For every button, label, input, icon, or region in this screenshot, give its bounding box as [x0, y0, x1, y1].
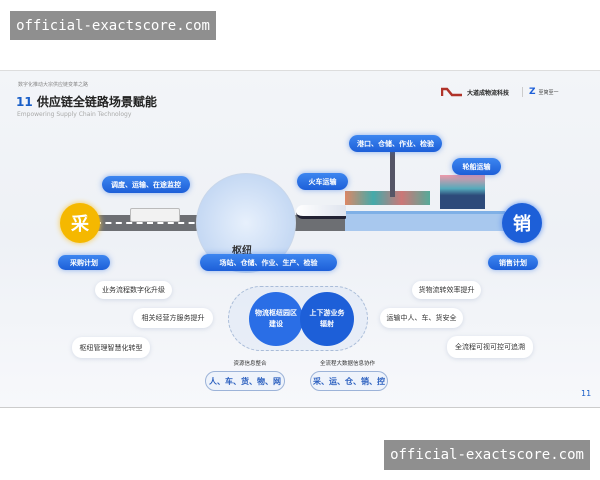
benefit-left-1: 业务流程数字化升级: [95, 281, 172, 299]
slide-title: 11 供应链全链路场景赋能: [16, 93, 157, 110]
water: [345, 211, 505, 231]
slide: 数字化推动大宗供应链变革之路 11 供应链全链路场景赋能 Empowering …: [0, 70, 600, 408]
hub-label: 枢纽: [232, 246, 252, 257]
procure-plan: 采购计划: [58, 255, 110, 270]
sales-node: 销: [502, 203, 542, 243]
crane-icon: [390, 139, 395, 197]
benefit-right-2: 运输中人、车、货安全: [380, 308, 463, 328]
ship-icon: [440, 175, 485, 209]
bubble-rail: 火车运输: [297, 173, 348, 190]
watermark-bottom: official-exactscore.com: [384, 440, 590, 470]
title-number: 11: [16, 95, 33, 109]
integration-value-2: 采、运、仓、销、控: [310, 371, 388, 391]
sales-plan: 销售计划: [488, 255, 538, 270]
train-icon: [296, 205, 346, 219]
bubble-port: 港口、仓储、作业、检验: [349, 135, 442, 152]
page-number: 11: [581, 389, 592, 398]
slide-subtitle: Empowering Supply Chain Technology: [17, 111, 132, 118]
bubble-hub: 场站、仓储、作业、生产、检验: [200, 254, 337, 271]
benefit-right-3: 全流程可视可控可追溯: [447, 336, 533, 358]
title-text: 供应链全链路场景赋能: [36, 95, 157, 109]
logo-secondary: Z 至简至一: [529, 87, 559, 97]
benefit-left-3: 枢纽管理智慧化转型: [72, 337, 150, 358]
integration-label-1: 资源信息整合: [233, 361, 267, 367]
slide-kicker: 数字化推动大宗供应链变革之路: [18, 82, 89, 88]
containers-icon: [345, 191, 430, 205]
rail-road: [290, 215, 350, 231]
integration-label-2: 全流程大数据信息协作: [319, 361, 375, 367]
benefit-right-1: 货物流转效率提升: [412, 281, 481, 299]
bubble-road: 调度、运输、在途监控: [102, 176, 190, 193]
core-radiation: 上下游业务辐射: [300, 292, 354, 346]
logo-divider: [522, 87, 523, 97]
benefit-left-2: 相关经营方服务提升: [133, 308, 213, 328]
logo-z-icon: Z: [529, 87, 536, 97]
logo-primary: 大道成物流科技: [441, 87, 509, 97]
logo-mark-icon: [441, 87, 462, 97]
bubble-ship: 轮船运输: [452, 158, 501, 175]
procure-node: 采: [60, 203, 100, 243]
integration-value-1: 人、车、货、物、网: [205, 371, 285, 391]
truck-icon: [130, 208, 180, 222]
core-hub-park: 物流枢纽园区建设: [249, 292, 303, 346]
watermark-top: official-exactscore.com: [10, 11, 216, 40]
